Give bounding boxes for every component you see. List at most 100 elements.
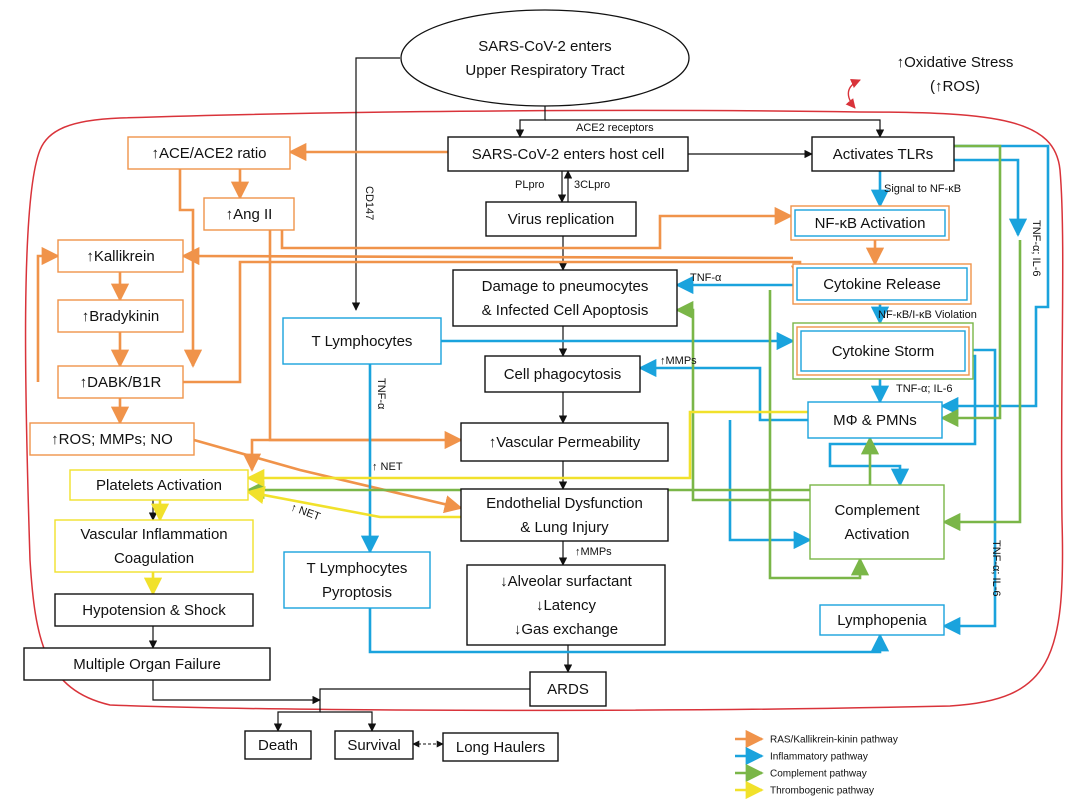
- node-platelets: Platelets Activation: [69, 469, 249, 501]
- node-vascular-perm: ↑Vascular Permeability: [460, 422, 669, 462]
- surfactant-text-line: ↓Latency: [536, 597, 597, 614]
- node-surfactant: ↓Alveolar surfactant↓Latency↓Gas exchang…: [466, 564, 666, 646]
- svg-text:↑Bradykinin: ↑Bradykinin: [82, 308, 160, 325]
- edge-inflammatory-38: [942, 348, 997, 636]
- svg-text:↑DABK/B1R: ↑DABK/B1R: [80, 374, 162, 391]
- node-nfkb: NF-κB Activation: [790, 205, 950, 241]
- kallikrein-text-line: ↑Kallikrein: [86, 248, 154, 265]
- node-t-lymph: T Lymphocytes: [282, 317, 442, 365]
- node-bradykinin: ↑Bradykinin: [57, 299, 184, 333]
- edge-ras-29: [193, 438, 463, 514]
- edge-inflammatory-37: [954, 158, 1028, 237]
- ang2-text-line: ↑Ang II: [226, 206, 273, 223]
- svg-text:Activates TLRs: Activates TLRs: [833, 146, 934, 163]
- edge-label-tnf-damage: TNF-α: [690, 272, 722, 284]
- svg-text:Damage to pneumocytes& Infecte: Damage to pneumocytes& Infected Cell Apo…: [482, 278, 649, 319]
- dabk-text-line: ↑DABK/B1R: [80, 374, 162, 391]
- edge-label-tnf-tlymph: TNF-α: [375, 378, 387, 410]
- legend-label: Complement pathway: [770, 769, 867, 780]
- svg-text:ARDS: ARDS: [547, 681, 589, 698]
- edge-label-tnf-il6-right: TNF-α; IL-6: [990, 540, 1002, 596]
- edge-black-0: [515, 106, 546, 138]
- svg-text:Platelets Activation: Platelets Activation: [96, 477, 222, 494]
- surfactant-text-line: ↓Alveolar surfactant: [500, 573, 633, 590]
- node-oxidative: ↑Oxidative Stress (↑ROS): [897, 54, 1014, 95]
- lymphopenia-text-line: Lymphopenia: [837, 612, 927, 629]
- edge-ras-25: [280, 206, 793, 250]
- entry-text-line: Upper Respiratory Tract: [465, 62, 625, 79]
- macrophage-text-line: MΦ & PMNs: [833, 412, 917, 429]
- edge-ras-19: [178, 169, 203, 368]
- node-dabk: ↑DABK/B1R: [57, 365, 184, 399]
- host_cell-text-line: SARS-CoV-2 enters host cell: [472, 146, 665, 163]
- svg-text:Cell phagocytosis: Cell phagocytosis: [504, 366, 622, 383]
- node-replication: Virus replication: [485, 201, 637, 237]
- edge-inflammatory-39: [828, 354, 977, 487]
- edge-inflammatory-43: [368, 608, 890, 654]
- svg-text:T Lymphocytes: T Lymphocytes: [312, 333, 413, 350]
- edge-label-mmps-phago: ↑MMPs: [660, 355, 697, 367]
- legend-label: Thrombogenic pathway: [770, 786, 874, 797]
- svg-text:Virus replication: Virus replication: [508, 211, 614, 228]
- edge-ras-28: [242, 438, 420, 472]
- svg-text:Lymphopenia: Lymphopenia: [837, 612, 927, 629]
- edge-label-cd147: CD147: [363, 186, 375, 220]
- node-ace-ratio: ↑ACE/ACE2 ratio: [127, 136, 291, 170]
- cytokine_release-text-line: Cytokine Release: [823, 276, 941, 293]
- endothelial-text-line: Endothelial Dysfunction: [486, 495, 643, 512]
- node-cytokine-storm: Cytokine Storm: [792, 322, 974, 380]
- ros-text-line: ↑ROS; MMPs; NO: [51, 431, 173, 448]
- edge-label-plpro: PLpro: [515, 179, 544, 191]
- edge-inflammatory-41: [728, 420, 812, 550]
- svg-text:↑ROS; MMPs; NO: ↑ROS; MMPs; NO: [51, 431, 173, 448]
- node-ards: ARDS: [529, 671, 607, 707]
- oxidative-text-line: ↑Oxidative Stress: [897, 54, 1014, 71]
- ards-text-line: ARDS: [547, 681, 589, 698]
- organ_failure-text-line: Multiple Organ Failure: [73, 656, 221, 673]
- platelets-text-line: Platelets Activation: [96, 477, 222, 494]
- node-organ-failure: Multiple Organ Failure: [23, 647, 271, 681]
- node-endothelial: Endothelial Dysfunction& Lung Injury: [460, 488, 669, 542]
- svg-text:Cytokine Release: Cytokine Release: [823, 276, 941, 293]
- death-text-line: Death: [258, 737, 298, 754]
- edge-black-2: [351, 57, 400, 311]
- legend-label: Inflammatory pathway: [770, 752, 868, 763]
- edge-oxidative: [845, 78, 861, 109]
- edge-ras-26: [181, 246, 794, 266]
- oxidative-text-line: (↑ROS): [930, 78, 980, 95]
- svg-text:Multiple Organ Failure: Multiple Organ Failure: [73, 656, 221, 673]
- vascular_perm-text-line: ↑Vascular Permeability: [489, 434, 641, 451]
- node-damage: Damage to pneumocytes& Infected Cell Apo…: [452, 269, 678, 327]
- t_lymph-text-line: T Lymphocytes: [312, 333, 413, 350]
- edge-label-tnf-il6-top: TNF-α; IL-6: [1030, 220, 1042, 276]
- node-kallikrein: ↑Kallikrein: [57, 239, 184, 273]
- tlr-text-line: Activates TLRs: [833, 146, 934, 163]
- bradykinin-text-line: ↑Bradykinin: [82, 308, 160, 325]
- svg-text:↑Vascular Permeability: ↑Vascular Permeability: [489, 434, 641, 451]
- nfkb-text-line: NF-κB Activation: [815, 215, 926, 232]
- edge-label-tnf-il6-storm: TNF-α; IL-6: [896, 383, 952, 395]
- edge-label-clpro: 3CLpro: [574, 179, 610, 191]
- edge-ras-23: [36, 246, 60, 382]
- svg-text:Long Haulers: Long Haulers: [456, 739, 545, 756]
- long_haulers-text-line: Long Haulers: [456, 739, 545, 756]
- phagocytosis-text-line: Cell phagocytosis: [504, 366, 622, 383]
- svg-text:↑ACE/ACE2 ratio: ↑ACE/ACE2 ratio: [151, 145, 266, 162]
- edge-thrombogenic-51: [246, 486, 461, 519]
- legend-label: RAS/Kallikrein-kinin pathway: [770, 735, 898, 746]
- vasc_inflam-text-line: Coagulation: [114, 550, 194, 567]
- node-lymphopenia: Lymphopenia: [819, 604, 945, 636]
- edge-label-net1: ↑ NET: [372, 461, 403, 473]
- damage-text-line: Damage to pneumocytes: [482, 278, 649, 295]
- complement-text-line: Activation: [844, 526, 909, 543]
- node-survival: Survival: [334, 730, 414, 760]
- edge-inflammatory-40: [638, 358, 808, 422]
- cell-membrane: [24, 109, 1064, 712]
- edge-complement-47: [675, 300, 810, 502]
